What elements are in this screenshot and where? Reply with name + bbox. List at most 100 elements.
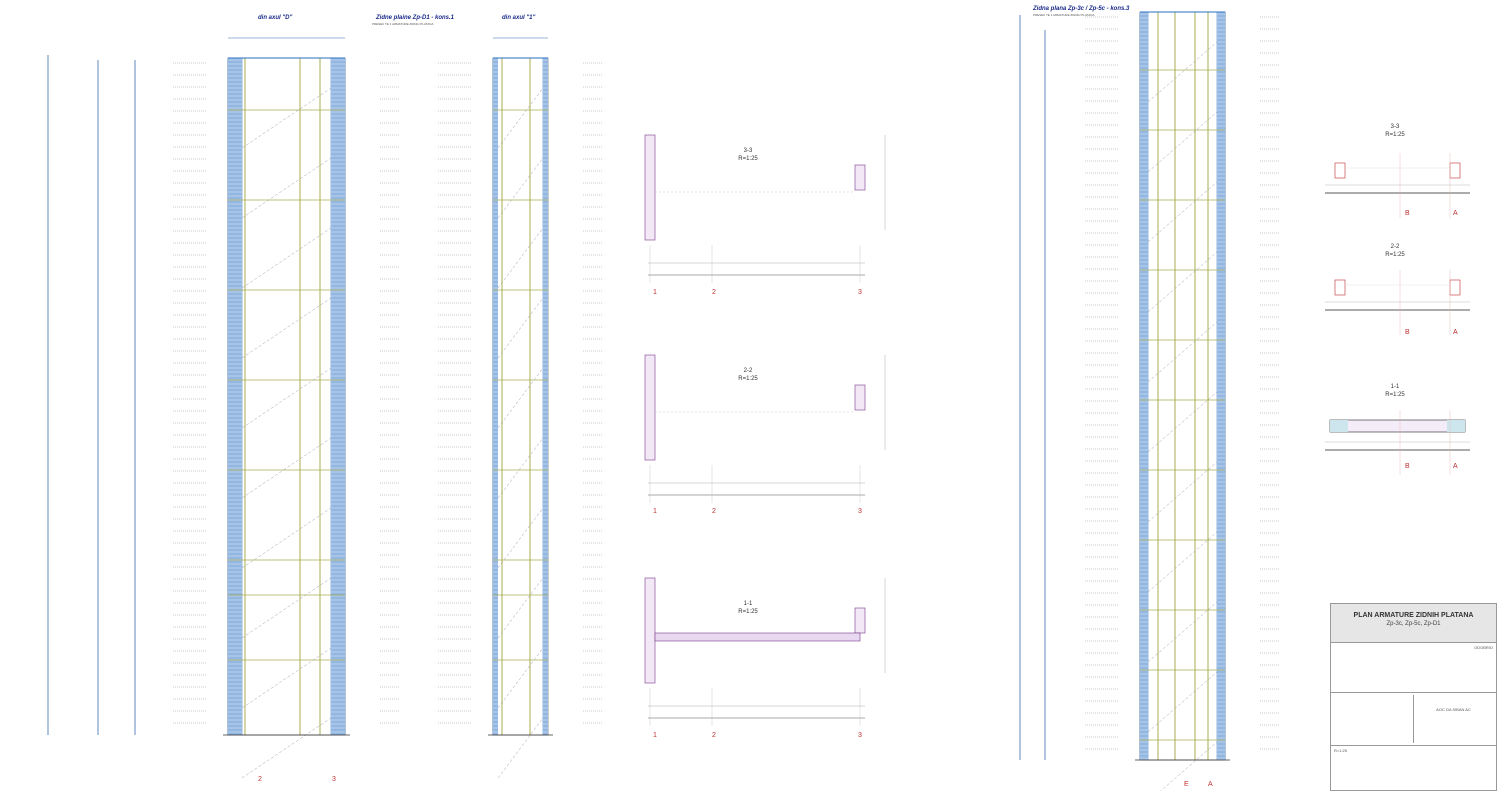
- section-title: 2-2: [744, 368, 753, 374]
- diagonal-bar: [241, 437, 332, 499]
- axis-label: A: [1453, 329, 1458, 336]
- drawing-title: PLAN ARMATURE ZIDNIH PLATANA: [1353, 612, 1474, 619]
- end-zone: [1330, 420, 1348, 432]
- wall-elevation-zp-3c: [1085, 11, 1280, 791]
- diagonal-bar: [497, 367, 544, 429]
- axis-label: 3: [858, 289, 862, 296]
- diagonal-bar: [497, 577, 544, 639]
- end-zone: [1447, 420, 1465, 432]
- section-slab: [654, 632, 861, 642]
- axis-label: A: [1453, 210, 1458, 217]
- diagonal-bar: [1147, 41, 1218, 103]
- wall-outline: [227, 57, 346, 736]
- diagonal-bar: [1160, 741, 1218, 791]
- diagonal-bar: [241, 577, 332, 639]
- section-title: 3-3: [1391, 124, 1400, 130]
- diagonal-bar: [241, 297, 332, 359]
- diagonal-bar: [241, 507, 332, 569]
- diagonal-bar: [241, 717, 332, 779]
- elevation-2-title: Zidna plana Zp-3c / Zp-5c - kons.3: [1032, 6, 1130, 12]
- diagonal-bar: [1147, 671, 1218, 733]
- diagonal-bar: [497, 507, 544, 569]
- sections-left: [644, 134, 886, 726]
- section-end: [854, 384, 866, 411]
- axis-label: A: [1453, 463, 1458, 470]
- axis-label: A: [1208, 781, 1213, 788]
- diagonal-bar: [497, 87, 544, 149]
- diagonal-bar: [497, 227, 544, 289]
- end-zone: [1449, 279, 1461, 296]
- diagonal-bar: [241, 87, 332, 149]
- section-scale: R=1:25: [738, 156, 758, 162]
- axis-label: 3: [858, 732, 862, 739]
- title-block-header: PLAN ARMATURE ZIDNIH PLATANA Zp-3c, Zp-5…: [1331, 604, 1496, 642]
- investor-name: AOC DA SIBAN AC: [1436, 707, 1471, 712]
- axis-label: 1: [653, 732, 657, 739]
- edge-zone: [543, 58, 548, 735]
- title-block-info: ODOBRIO: [1331, 642, 1496, 692]
- end-zone: [1334, 162, 1346, 179]
- sections-right: [1325, 153, 1470, 475]
- elevation-1-subtitle: PRESEK TE 1 ARMATURE ZIDNIH PLATANA: [372, 22, 433, 26]
- dimension-lines: [47, 15, 1046, 760]
- axis-label: 3: [332, 776, 336, 783]
- diagonal-bar: [1147, 531, 1218, 593]
- elevation-1-title: Zidne plaine Zp-D1 - kons.1: [375, 15, 455, 21]
- section-scale: R=1:25: [1385, 252, 1405, 258]
- section-scale: R=1:25: [1385, 392, 1405, 398]
- diagonal-bar: [1147, 461, 1218, 523]
- edge-zone: [331, 58, 345, 735]
- drawing-subtitle: Zp-3c, Zp-5c, Zp-D1: [1386, 621, 1441, 627]
- title-block-left-cell: [1334, 695, 1414, 743]
- diagonal-bar: [241, 227, 332, 289]
- edge-zone: [228, 58, 242, 735]
- section-web: [644, 134, 656, 241]
- diagonal-bar: [497, 717, 544, 779]
- scale-label: R=1:25: [1334, 748, 1348, 753]
- diagonal-bar: [1147, 251, 1218, 313]
- section-scale: R=1:25: [738, 376, 758, 382]
- diagonal-bar: [1147, 181, 1218, 243]
- axis-label: B: [1405, 329, 1410, 336]
- title-block-footer: R=1:25: [1331, 745, 1496, 790]
- axis-label: B: [1405, 210, 1410, 217]
- diagonal-bar: [1147, 601, 1218, 663]
- section-end: [854, 607, 866, 634]
- diagonal-bar: [241, 157, 332, 219]
- title-block: PLAN ARMATURE ZIDNIH PLATANA Zp-3c, Zp-5…: [1330, 603, 1497, 791]
- section-slab: [1329, 419, 1466, 433]
- title-block-parties: AOC DA SIBAN AC: [1331, 692, 1496, 745]
- approved-label: ODOBRIO: [1474, 645, 1493, 650]
- elevation-2-subtitle: PRESEK TE 1 ARMATURE ZIDNIH PLATANA: [1033, 13, 1094, 17]
- edge-zone: [493, 58, 498, 735]
- wall-elevation-zp-d1: [173, 57, 400, 779]
- section-title: 1-1: [744, 601, 753, 607]
- diagonal-bar: [497, 297, 544, 359]
- axis-label: 1: [653, 289, 657, 296]
- diagonal-bar: [1147, 321, 1218, 383]
- label-from-axis-1: din axul "1": [502, 15, 536, 21]
- diagonal-bar: [497, 157, 544, 219]
- axis-label: 3: [858, 508, 862, 515]
- axis-label: 1: [653, 508, 657, 515]
- diagonal-bar: [497, 647, 544, 709]
- section-title: 1-1: [1391, 384, 1400, 390]
- end-zone: [1334, 279, 1346, 296]
- axis-label: 2: [258, 776, 262, 783]
- axis-label: 2: [712, 732, 716, 739]
- diagonal-bar: [1147, 391, 1218, 453]
- section-scale: R=1:25: [1385, 132, 1405, 138]
- diagonal-bar: [497, 437, 544, 499]
- label-from-axis-d: din axul "D": [258, 15, 293, 21]
- section-web: [644, 354, 656, 461]
- end-zone: [1449, 162, 1461, 179]
- diagonal-bar: [1147, 111, 1218, 173]
- section-title: 3-3: [744, 148, 753, 154]
- wall-elevation-axis-1: [438, 57, 603, 779]
- axis-label: 2: [712, 289, 716, 296]
- diagonal-bar: [241, 647, 332, 709]
- diagonal-bar: [241, 367, 332, 429]
- wall-outline: [1139, 11, 1226, 761]
- axis-label: E: [1184, 781, 1189, 788]
